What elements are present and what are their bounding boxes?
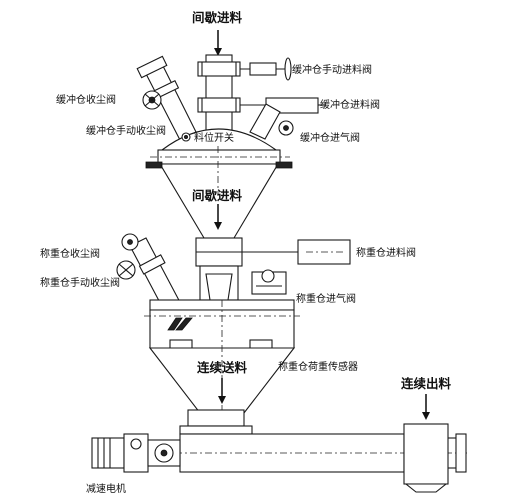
load-cell-label: 称重仓荷重传感器: [278, 360, 358, 373]
weigh-feed-valve-label: 称重仓进料阀: [356, 246, 416, 259]
weigh-dust-pipe: [116, 233, 183, 315]
buffer-manual-feed-valve-label: 缓冲仓手动进料阀: [292, 63, 372, 76]
weigh-air-valve-label: 称重仓进气阀: [296, 292, 356, 305]
weigh-manual-dust-valve-label: 称重仓手动收尘阀: [40, 276, 120, 289]
buffer-manual-dust-valve-label: 缓冲仓手动收尘阀: [86, 124, 166, 137]
weigh-air-valve: [251, 269, 287, 295]
weigh-dust-valve-label: 称重仓收尘阀: [40, 247, 100, 260]
level-switch-label: 料位开关: [194, 131, 234, 144]
screw-conveyor: [160, 409, 470, 493]
gear-motor-label: 减速电机: [86, 482, 126, 495]
buffer-air-valve: [249, 103, 294, 140]
weigh-feed-valve-assembly: [195, 237, 351, 301]
buffer-air-valve-label: 缓冲仓进气阀: [300, 131, 360, 144]
continuous-feed-label: 连续送料: [197, 360, 248, 375]
top-feed-label: 间歇进料: [192, 10, 243, 25]
mid-feed-label: 间歇进料: [192, 188, 243, 203]
buffer-hopper: [145, 128, 293, 239]
buffer-dust-valve-label: 缓冲仓收尘阀: [56, 93, 116, 106]
weigh-hopper: [144, 299, 300, 440]
continuous-discharge-label: 连续出料: [401, 376, 452, 391]
buffer-feed-valve-label: 缓冲仓进料阀: [320, 98, 380, 111]
gear-motor: [91, 433, 181, 473]
